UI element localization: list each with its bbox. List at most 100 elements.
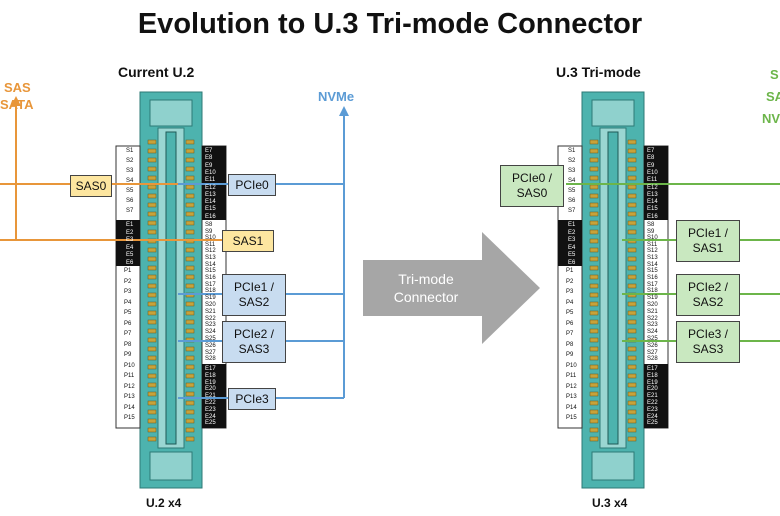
pin-label-e: E16 [647, 213, 658, 220]
pin-label-s: S13 [647, 255, 658, 261]
contact-right [185, 355, 195, 361]
contact-left [589, 391, 599, 397]
contact-right [627, 148, 637, 154]
contact-left [589, 229, 599, 235]
contact-left [147, 418, 157, 424]
contact-right [185, 166, 195, 172]
pin-label-p: P11 [124, 373, 135, 379]
contact-right [627, 166, 637, 172]
pin-label-e: E3 [126, 237, 134, 243]
contact-left [147, 400, 157, 406]
pin-label-s: S16 [205, 274, 216, 281]
pin-label-s: S4 [126, 178, 134, 184]
contact-left [589, 175, 599, 181]
contact-left [589, 274, 599, 280]
pin-label-e: E8 [205, 155, 213, 162]
pin-label-s: S13 [205, 255, 216, 261]
pin-label-s: S17 [647, 281, 658, 288]
pin-label-s: S6 [126, 198, 134, 204]
side-label-line2: SA [766, 89, 780, 104]
contact-right [185, 256, 195, 262]
pin-label-e: E10 [205, 169, 216, 176]
contact-right [627, 373, 637, 379]
pin-label-s: S1 [126, 148, 134, 154]
contact-left [589, 157, 599, 163]
pcie1-sas1-box: PCIe1 / SAS1 [676, 220, 740, 262]
contact-right [185, 265, 195, 271]
pin-label-e: E24 [205, 413, 216, 420]
pin-label-s: S2 [126, 158, 134, 164]
contact-right [185, 184, 195, 190]
contact-left [147, 364, 157, 370]
contact-left [147, 391, 157, 397]
contact-left [147, 346, 157, 352]
contact-left [147, 256, 157, 262]
page-title: Evolution to U.3 Tri-mode Connector [137, 8, 643, 40]
u2-pin-strip-left [115, 145, 141, 429]
pin-label-p: P15 [566, 415, 577, 421]
pin-label-s: S16 [647, 274, 658, 281]
pin-label-e: E13 [205, 191, 216, 198]
pin-label-e: E23 [205, 406, 216, 413]
pin-label-e: E1 [126, 222, 134, 228]
pin-label-e: E15 [647, 206, 658, 213]
pin-label-p: P7 [124, 331, 132, 337]
u2-pin-contacts [147, 139, 195, 442]
contact-right [627, 193, 637, 199]
contact-left [147, 148, 157, 154]
pin-label-s: S10 [205, 235, 216, 242]
contact-left [589, 166, 599, 172]
pin-label-e: E2 [568, 229, 576, 236]
pin-label-s: S4 [568, 178, 576, 184]
arrow-label-line1: Tri-mode [398, 271, 454, 287]
pin-label-s: S9 [647, 228, 655, 235]
contact-left [589, 328, 599, 334]
sas1-box: SAS1 [222, 230, 274, 252]
pin-label-p: P1 [124, 268, 132, 274]
contact-left [147, 157, 157, 163]
pin-label-p: P13 [566, 394, 577, 400]
contact-right [627, 301, 637, 307]
contact-left [589, 355, 599, 361]
contact-right [185, 346, 195, 352]
pin-label-e: E3 [568, 237, 576, 243]
contact-left [589, 382, 599, 388]
pin-label-p: P13 [124, 394, 135, 400]
u2-pin-block-e17 [202, 364, 226, 428]
contact-right [185, 310, 195, 316]
side-label-line3: NV [762, 111, 780, 126]
pin-label-s: S12 [205, 248, 216, 255]
pin-label-s: S8 [647, 222, 655, 228]
contact-left [147, 328, 157, 334]
contact-left [589, 364, 599, 370]
contact-left [147, 355, 157, 361]
pin-label-p: P12 [124, 383, 135, 390]
pin-label-s: S18 [205, 288, 216, 295]
contact-right [627, 274, 637, 280]
pin-label-p: P11 [566, 373, 577, 379]
contact-right [627, 391, 637, 397]
pin-label-e: E8 [647, 155, 655, 162]
contact-left [589, 319, 599, 325]
pin-label-p: P12 [566, 383, 577, 390]
contact-right [627, 364, 637, 370]
contact-left [589, 337, 599, 343]
contact-right [627, 202, 637, 208]
pin-label-e: E11 [647, 177, 658, 184]
contact-right [185, 274, 195, 280]
contact-right [185, 175, 195, 181]
pin-label-s: S24 [205, 329, 216, 336]
pin-label-s: S7 [126, 208, 134, 214]
pin-label-s: S23 [647, 322, 658, 329]
contact-right [627, 400, 637, 406]
pin-label-e: E6 [126, 259, 134, 266]
pin-label-s: S23 [205, 322, 216, 329]
contact-right [185, 436, 195, 442]
contact-right [185, 382, 195, 388]
pin-label-e: E19 [205, 379, 216, 386]
pin-label-p: P4 [566, 299, 574, 306]
u3-footer: U.3 x4 [592, 496, 628, 510]
pin-label-e: E7 [647, 148, 655, 154]
pin-label-s: S3 [126, 168, 134, 174]
pcie3-box: PCIe3 [228, 388, 276, 410]
